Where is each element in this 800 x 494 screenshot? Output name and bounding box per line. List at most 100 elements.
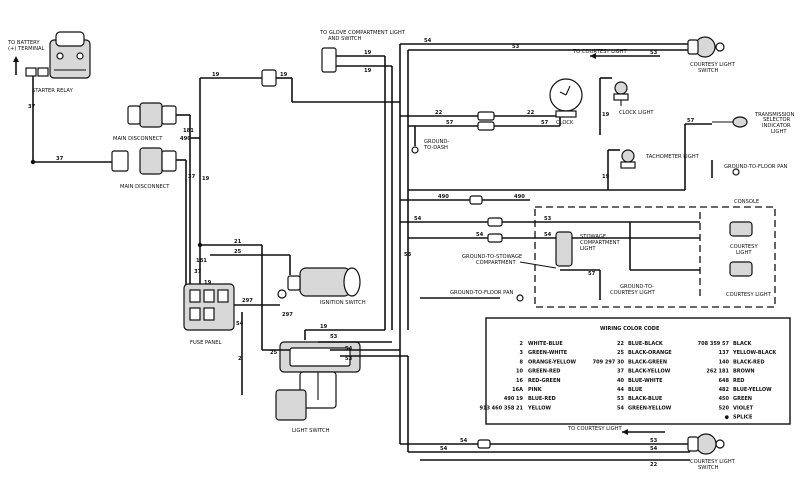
courtesy-light-b-label: COURTESY LIGHT [726,292,772,298]
legend-wire-color: GREEN-WHITE [528,350,568,356]
svg-text:19: 19 [320,324,328,330]
legend-wire-number: 44 [617,387,624,393]
main-disconnect-2: MAIN DISCONNECT [111,147,177,190]
svg-text:54: 54 [345,346,353,352]
legend-wire-color: BLUE-YELLOW [733,387,772,393]
clock-light-label: CLOCK LIGHT [619,110,654,116]
legend-wire-color: BLACK-ORANGE [628,350,672,356]
svg-text:490: 490 [438,194,449,200]
legend-wire-color: RED [733,378,744,384]
ground-floor-pan-right-label: GROUND-TO-FLOOR PAN [724,164,787,170]
svg-text:54: 54 [236,321,244,327]
legend-wire-color: GREEN-YELLOW [628,405,672,411]
legend-wire-color: WHITE-BLUE [528,341,563,347]
legend-wire-color: BLUE-WHITE [628,378,663,384]
svg-text:54: 54 [424,38,432,44]
svg-text:25: 25 [270,350,278,356]
courtesy-switch-bottom: COURTESY LIGHT SWITCH [687,433,736,471]
ground-courtesy-label: GROUND-TO- [620,284,654,290]
legend-wire-number: 53 [617,396,624,402]
trans-sel-label-4: LIGHT [771,129,787,135]
legend-wire-color: YELLOW-BLACK [732,350,777,356]
main-disconnect-label-2: MAIN DISCONNECT [120,184,170,190]
legend-wire-number: 520 [719,405,730,411]
stowage-light: STOWAGE COMPARTMENT LIGHT [555,231,621,267]
courtesy-switch-bottom-label-2: SWITCH [698,465,718,471]
legend-wire-number: 648 [719,378,730,384]
legend-wire-number: 709 297 30 [593,359,625,365]
console-courtesy-light-b: COURTESY LIGHT [726,261,772,298]
svg-text:53: 53 [345,356,353,362]
svg-text:19: 19 [364,50,372,56]
trans-sel-label-2: SELECTOR [763,117,791,123]
console-box [534,206,776,308]
legend-wire-number: 8 [520,359,524,365]
svg-text:21: 21 [234,239,242,245]
svg-text:54: 54 [460,438,468,444]
svg-text:37: 37 [56,156,64,162]
svg-text:37: 37 [194,269,202,275]
console-courtesy-light-a: COURTESY LIGHT [729,221,758,256]
svg-text:22: 22 [650,462,658,468]
legend-wire-number: 482 [719,387,730,393]
ground-stowage-label-2: COMPARTMENT [476,260,517,266]
svg-text:19: 19 [202,176,210,182]
svg-text:19: 19 [280,72,288,78]
legend-wire-color: YELLOW [527,405,551,411]
svg-text:53: 53 [544,216,552,222]
legend-wire-number: 54 [617,405,624,411]
legend-wire-number: 25 [617,350,624,356]
svg-text:57: 57 [446,120,454,126]
to-courtesy-top-label: TO COURTESY LIGHT [572,49,628,55]
ground-to-dash-label-2: TO-DASH [423,145,448,151]
courtesy-light-a-label-2: LIGHT [736,250,752,256]
clock-label: CLOCK [556,120,574,126]
legend-wire-color: GREEN-RED [528,369,560,375]
legend-wire-number: 490 19 [504,396,524,402]
svg-text:297: 297 [282,312,293,318]
legend-wire-number: 16 [516,378,523,384]
legend-wire-number: 22 [617,341,624,347]
legend-wire-color: ORANGE-YELLOW [528,359,576,365]
ground-stowage-label: GROUND-TO-STOWAGE [462,254,522,260]
starter-relay-label: STARTER RELAY [32,88,74,94]
glove-light-label-2: AND SWITCH [328,36,362,42]
clock-light: CLOCK LIGHT [613,81,654,116]
glove-light-label: TO GLOVE COMPARTMENT LIGHT [319,30,406,36]
clock: CLOCK [549,78,583,126]
legend-wire-color: GREEN [733,396,752,402]
tachometer-light-label: TACHOMETER LIGHT [645,154,700,160]
legend-wire-color: BLUE-RED [528,396,556,402]
legend-wire-number: 262 181 [706,369,729,375]
svg-text:53: 53 [512,44,520,50]
courtesy-switch-top-label: COURTESY LIGHT [690,62,736,68]
svg-text:54: 54 [544,232,552,238]
legend-wire-color: BLACK-YELLOW [628,369,671,375]
legend-wire-color: PINK [528,387,543,393]
legend-wire-number: 450 [719,396,730,402]
transmission-indicator-light: TRANSMISSION SELECTOR INDICATOR LIGHT [712,112,794,135]
svg-text:297: 297 [242,298,253,304]
stowage-light-label-3: LIGHT [580,246,596,252]
legend-wire-number: 37 [617,369,624,375]
legend-wire-color: BLACK [733,341,753,347]
svg-text:54: 54 [650,446,658,452]
main-disconnect-1: MAIN DISCONNECT [113,102,177,142]
to-courtesy-bottom-label: TO COURTESY LIGHT [567,426,623,432]
legend-wire-color: BLACK-RED [733,359,764,365]
ground-courtesy-label-2: COURTESY LIGHT [610,290,656,296]
legend-wire-color: BLACK-BLUE [628,396,663,402]
fuse-panel-label: FUSE PANEL [190,340,222,346]
svg-text:57: 57 [687,118,695,124]
ground-to-dash-label: GROUND- [424,139,449,145]
legend-wire-color: BLACK-GREEN [628,359,667,365]
svg-text:25: 25 [234,249,242,255]
svg-text:53: 53 [404,252,412,258]
svg-text:57: 57 [588,271,596,277]
battery-label: TO BATTERY [7,40,40,46]
svg-text:53: 53 [330,334,338,340]
ignition-switch: IGNITION SWITCH [277,267,366,306]
legend-wire-number: 140 [719,359,730,365]
